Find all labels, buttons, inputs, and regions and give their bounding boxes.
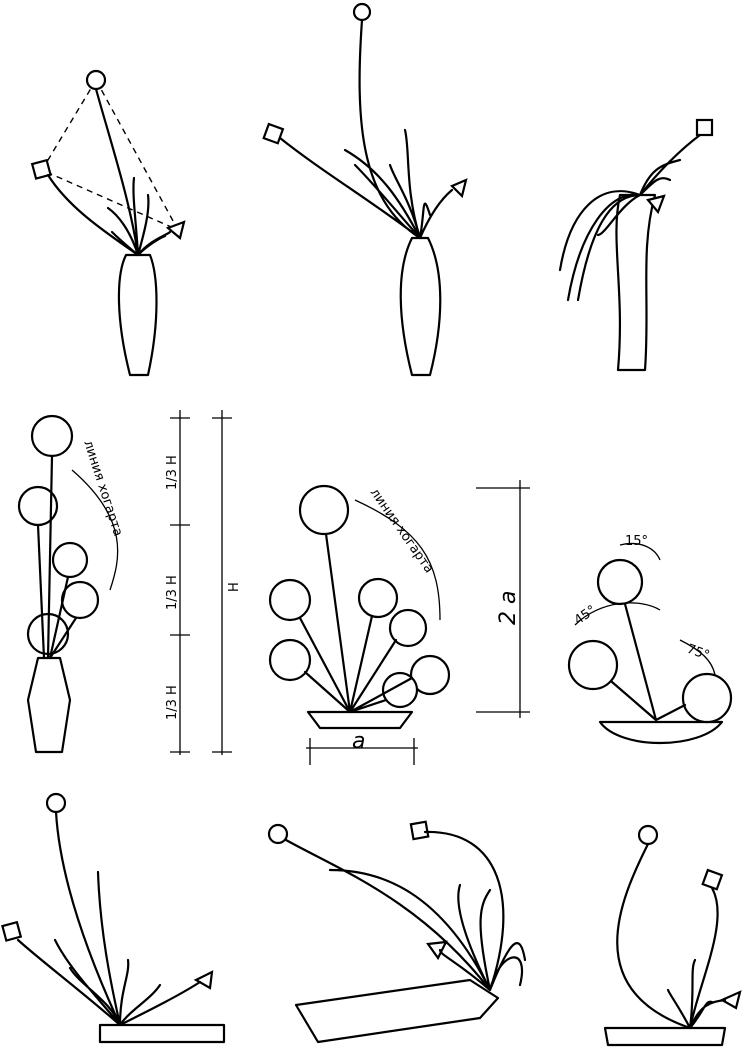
hogarth-line-label: линия хогарта [367, 486, 437, 576]
height-2a-label: 2 а [496, 591, 521, 625]
hogarth-line-label: линия хогарта [80, 439, 125, 539]
square-symbol [701, 868, 724, 891]
panel-angles: 15° 45° 75° [567, 534, 733, 744]
triangle-symbol [719, 990, 742, 1010]
square-symbol [262, 122, 285, 145]
flower-top [596, 558, 644, 606]
circle-symbol [45, 792, 67, 814]
triangle-symbol [646, 194, 666, 215]
stems [46, 87, 172, 257]
stems [36, 454, 78, 660]
panel-tall-vase-triangle [30, 69, 186, 377]
vase [399, 236, 442, 377]
flower-right-3 [409, 654, 451, 696]
circle-symbol [637, 824, 659, 846]
angle-top-label: 15° [625, 534, 648, 549]
panel-tall-vase-sweep [262, 2, 468, 377]
angle-right-label: 75° [685, 642, 712, 664]
stems [16, 810, 202, 1027]
circle-symbol [352, 2, 372, 22]
flower-right-2 [388, 608, 428, 648]
dimension-lines [170, 410, 232, 755]
circle-symbol [267, 823, 289, 845]
triangle-outline [40, 78, 180, 232]
flower-left-2 [268, 638, 312, 682]
dimension-lines [306, 480, 530, 765]
flower-right-4 [381, 671, 419, 709]
triangle-symbol [193, 970, 214, 990]
panel-proportion-h: линия хогарта 1/3 Н 1/3 Н 1/3 Н Н [17, 410, 242, 755]
hogarth-curve [354, 499, 441, 621]
flower-left-1 [268, 578, 312, 622]
flower-right [681, 672, 733, 724]
flat-dish [98, 1023, 226, 1044]
square-symbol [409, 820, 430, 841]
vase [117, 253, 158, 377]
stems [284, 830, 527, 992]
third-h-top-label: 1/3 Н [165, 455, 180, 490]
angle-arcs [574, 542, 716, 676]
stems [278, 18, 454, 240]
flower-right-2 [60, 580, 100, 620]
flower-left [567, 639, 619, 691]
third-h-mid-label: 1/3 Н [165, 575, 180, 610]
triangle-symbol [426, 940, 448, 961]
flower-right-1 [51, 541, 89, 579]
flower-top [30, 414, 74, 458]
square-symbol [1, 920, 23, 942]
vase [615, 193, 657, 372]
height-h-label: Н [227, 582, 242, 592]
triangle-symbol [450, 178, 468, 199]
triangle-symbol [165, 220, 186, 240]
width-a-label: а [352, 729, 365, 754]
stems [616, 842, 727, 1030]
small-dish [603, 1026, 727, 1047]
circle-symbol [85, 69, 107, 91]
third-h-bottom-label: 1/3 Н [165, 685, 180, 720]
panel-flat-dish-center [267, 820, 527, 1044]
bowl [598, 720, 724, 744]
vase [26, 656, 72, 754]
stems [298, 532, 414, 714]
boat-dish [294, 978, 500, 1044]
hogarth-curve [71, 469, 119, 591]
panel-flat-dish-left [1, 792, 226, 1044]
panel-tall-vase-cascade [558, 118, 714, 372]
stems [610, 602, 687, 722]
flower-right-1 [357, 577, 399, 619]
square-symbol [695, 118, 714, 137]
flower-top [298, 484, 350, 536]
panel-flat-dish-right [603, 824, 742, 1047]
panel-proportion-a: линия хогарта 2 а а [268, 480, 530, 765]
square-symbol [30, 158, 52, 180]
bowl [306, 710, 414, 730]
stems [558, 133, 702, 302]
